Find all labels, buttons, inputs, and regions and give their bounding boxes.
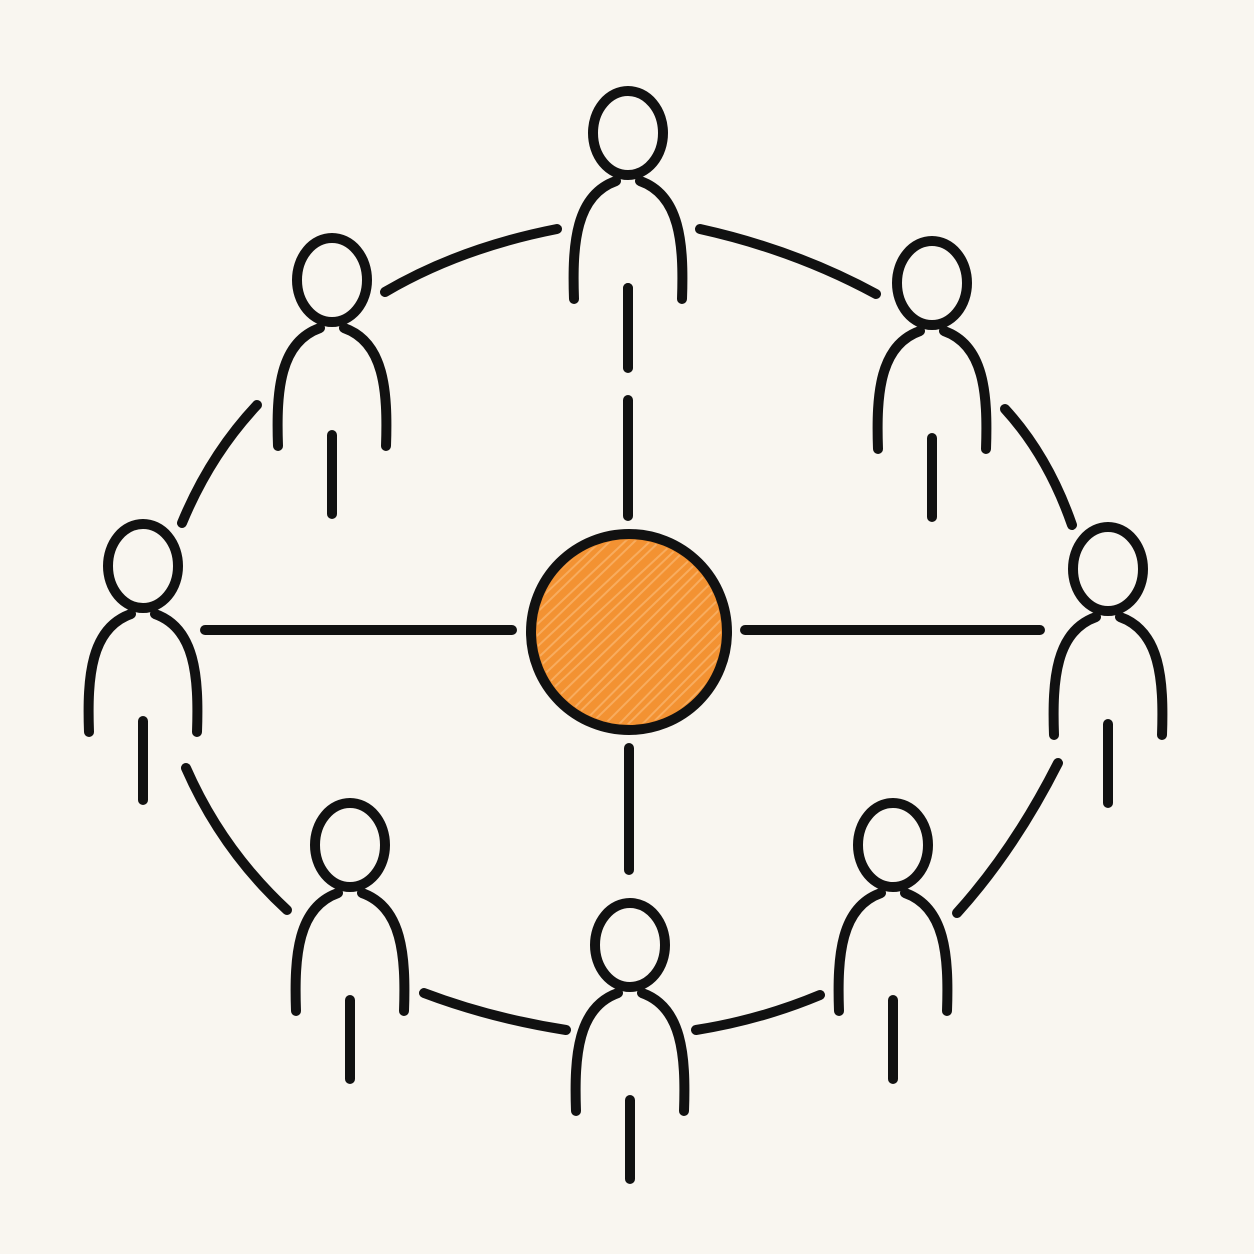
person-body-left [872, 326, 925, 454]
person-body-left [570, 988, 623, 1116]
hub-icon [526, 529, 732, 735]
people-group [83, 86, 1168, 1184]
person-body-right [357, 888, 410, 1016]
person-head-icon [590, 898, 670, 992]
person-body-left [290, 888, 343, 1016]
person-body-right [939, 326, 992, 454]
ring-arc-6 [419, 988, 571, 1035]
person-head-icon [310, 798, 390, 892]
person-bottom-left [290, 798, 410, 1084]
person-head-icon [853, 798, 933, 892]
person-body-right [637, 988, 690, 1116]
person-head-icon [1068, 522, 1148, 616]
person-body-left [83, 609, 136, 737]
person-body-right [1115, 612, 1168, 740]
person-head-icon [103, 519, 183, 613]
person-body-right [900, 888, 953, 1016]
ring-arc-4 [952, 758, 1063, 918]
person-top [568, 86, 688, 372]
person-body-left [568, 176, 621, 304]
person-head-icon [292, 233, 372, 327]
ring-arc-5 [691, 990, 825, 1035]
person-head-icon [892, 236, 972, 330]
ring-arc-1 [380, 224, 562, 297]
ring-arc-2 [695, 224, 881, 299]
person-left [83, 519, 203, 805]
ring-connections [177, 224, 1077, 1035]
person-right [1048, 522, 1168, 808]
person-body-right [635, 176, 688, 304]
person-body-right [339, 323, 392, 451]
person-body-right [150, 609, 203, 737]
ring-arc-8 [177, 400, 262, 528]
person-head-icon [588, 86, 668, 180]
person-bottom [570, 898, 690, 1184]
person-bottom-right [833, 798, 953, 1084]
person-body-left [833, 888, 886, 1016]
ring-arc-7 [181, 763, 292, 915]
person-top-right [872, 236, 992, 522]
ring-arc-3 [1000, 404, 1077, 530]
person-body-left [1048, 612, 1101, 740]
person-body-left [272, 323, 325, 451]
person-top-left [272, 233, 392, 519]
